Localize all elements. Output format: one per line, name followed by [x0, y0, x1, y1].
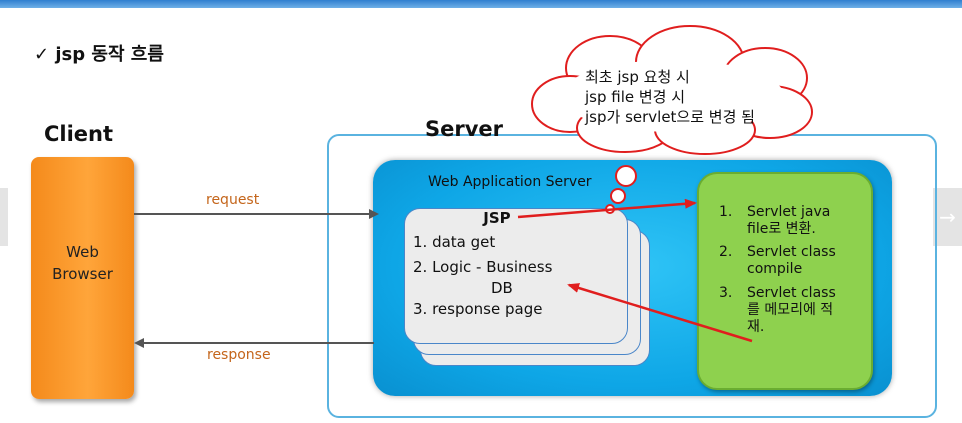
cloud-line-1: 최초 jsp 요청 시	[585, 68, 690, 86]
step-text-line: 를 메모리에 적	[747, 302, 834, 318]
next-slide-button[interactable]: →	[933, 188, 962, 246]
step-text-line: Servlet class	[747, 285, 836, 301]
jsp-line-response-page: 3. response page	[413, 300, 543, 318]
top-accent-bar	[0, 0, 962, 8]
step-text-line: Servlet class	[747, 244, 836, 260]
request-label: request	[206, 192, 260, 208]
servlet-step-2: 2. Servlet class compile	[719, 244, 859, 278]
servlet-to-logic-arrow	[567, 283, 753, 343]
cloud-line-2: jsp file 변경 시	[585, 88, 686, 106]
servlet-step-1: 1. Servlet java file로 변환.	[719, 204, 859, 238]
jsp-line-db: DB	[491, 279, 513, 297]
step-number: 2.	[719, 244, 733, 260]
jsp-line-logic: 2. Logic - Business	[413, 258, 553, 276]
jsp-line-data-get: 1. data get	[413, 233, 496, 251]
thought-cloud	[531, 25, 813, 214]
step-text-line: compile	[747, 261, 803, 277]
jsp-title: JSP	[483, 209, 511, 227]
browser-label-line1: Web	[66, 243, 99, 261]
was-label: Web Application Server	[428, 174, 592, 190]
step-text-line: file로 변환.	[747, 221, 816, 237]
server-title: Server	[425, 117, 504, 141]
response-label: response	[207, 347, 271, 363]
step-text: Servlet java file로 변환.	[747, 204, 847, 238]
client-title: Client	[44, 122, 114, 146]
servlet-process-box	[697, 172, 873, 390]
step-number: 1.	[719, 204, 733, 220]
cloud-line-3: jsp가 servlet으로 변경 됨	[585, 108, 755, 126]
page-heading: ✓ jsp 동작 흐름	[34, 44, 164, 65]
step-text: Servlet class compile	[747, 244, 847, 278]
jsp-card-front	[404, 208, 628, 344]
jsp-to-servlet-arrow	[517, 198, 697, 219]
prev-slide-button[interactable]	[0, 188, 8, 246]
step-number: 3.	[719, 285, 733, 301]
step-text-line: Servlet java	[747, 204, 831, 220]
step-text-line: 재.	[747, 319, 765, 335]
step-text: Servlet class 를 메모리에 적 재.	[747, 285, 847, 336]
web-browser-box: Web Browser	[31, 157, 134, 399]
browser-label-line2: Browser	[52, 265, 113, 283]
arrow-right-icon: →	[939, 205, 956, 229]
servlet-step-3: 3. Servlet class 를 메모리에 적 재.	[719, 285, 859, 337]
